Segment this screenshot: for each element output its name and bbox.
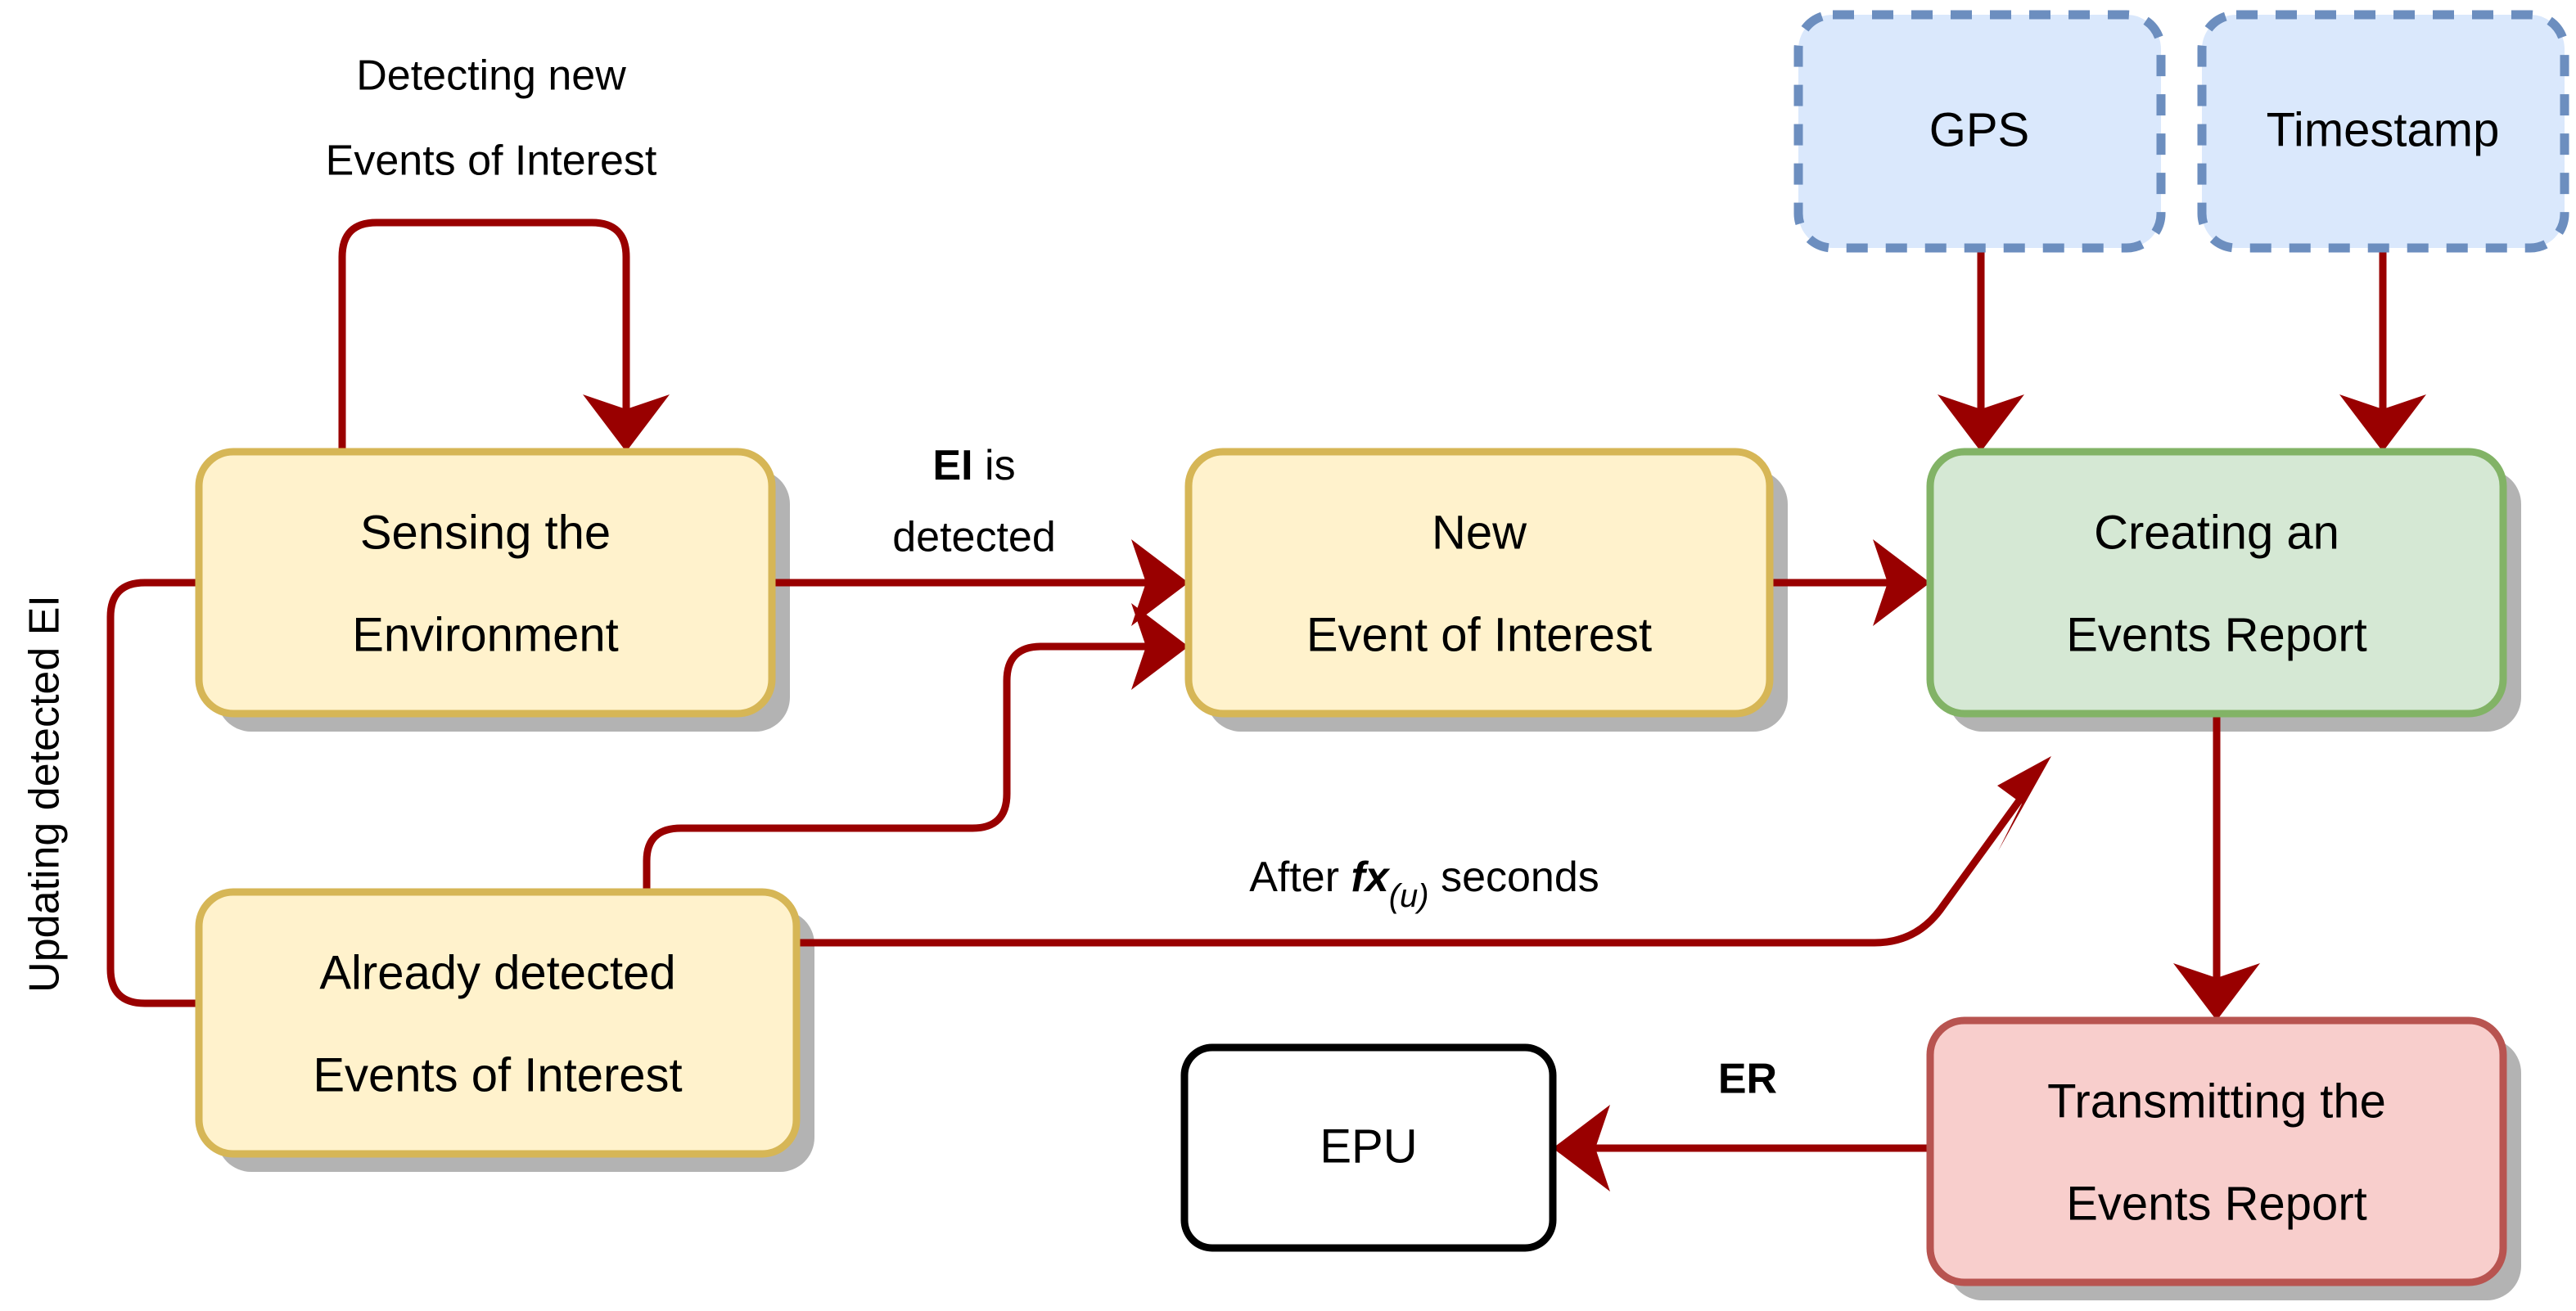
after-sub-token: (u)	[1389, 878, 1429, 914]
after-fx-token: fx	[1351, 854, 1390, 901]
timestamp-label: Timestamp	[2267, 103, 2500, 156]
edge-already-to-creating	[796, 756, 2051, 947]
edge-creating-to-transmitting	[2173, 714, 2260, 1020]
gps-node[interactable]: GPS	[1793, 10, 2166, 253]
ei-detected-line: detected	[892, 514, 1056, 561]
edge-sensing-to-newevent	[772, 539, 1189, 626]
transmitting-line-1: Transmitting the	[2047, 1074, 2386, 1128]
creating-line-1: Creating an	[2094, 506, 2339, 559]
timestamp-node[interactable]: Timestamp	[2197, 10, 2569, 253]
epu-label: EPU	[1320, 1120, 1417, 1173]
label-after-fx-seconds: After fx(u) seconds	[1249, 854, 1599, 914]
edge-transmitting-to-epu	[1553, 1105, 1930, 1192]
transmitting-the-events-report-node[interactable]: Transmitting the Events Report	[1926, 1016, 2507, 1286]
gps-label: GPS	[1929, 103, 2030, 156]
transmitting-line-2: Events Report	[2066, 1177, 2367, 1230]
ei-is-line: EI is	[932, 442, 1015, 489]
edge-gps-to-creating	[1938, 248, 2024, 452]
creating-line-2: Events Report	[2066, 608, 2367, 661]
er-text: ER	[1718, 1056, 1777, 1103]
sensing-the-environment-node[interactable]: Sensing the Environment	[195, 448, 776, 718]
newevent-line-2: Event of Interest	[1306, 608, 1652, 661]
newevent-line-1: New	[1432, 506, 1527, 559]
ei-rest-token: is	[973, 442, 1016, 489]
edge-already-to-newevent	[643, 603, 1189, 892]
edge-newevent-to-creating	[1770, 539, 1930, 626]
ei-bold-token: EI	[932, 442, 972, 489]
sensing-line-1: Sensing the	[360, 506, 611, 559]
sensing-line-2: Environment	[352, 608, 619, 661]
edge-timestamp-to-creating	[2339, 248, 2426, 452]
after-suffix-token: seconds	[1429, 854, 1599, 901]
label-ei-is-detected: EI is detected	[892, 442, 1056, 561]
already-line-1: Already detected	[319, 946, 675, 999]
label-detecting-new-events-of-interest: Detecting new Events of Interest	[326, 52, 657, 185]
after-fx-seconds-line: After fx(u) seconds	[1249, 854, 1599, 914]
label-updating-detected-ei: Updating detected EI	[21, 595, 69, 993]
detecting-line-1: Detecting new	[356, 52, 626, 100]
label-er: ER	[1718, 1056, 1777, 1103]
after-prefix-token: After	[1249, 854, 1351, 901]
updating-detected-ei-text: Updating detected EI	[21, 595, 69, 993]
detecting-line-2: Events of Interest	[326, 137, 657, 185]
new-event-of-interest-node[interactable]: New Event of Interest	[1184, 448, 1774, 718]
already-line-2: Events of Interest	[313, 1048, 682, 1102]
creating-an-events-report-node[interactable]: Creating an Events Report	[1926, 448, 2507, 718]
already-detected-events-node[interactable]: Already detected Events of Interest	[195, 888, 801, 1158]
edge-sensing-self-loop	[338, 218, 670, 452]
epu-node[interactable]: EPU	[1180, 1043, 1557, 1252]
